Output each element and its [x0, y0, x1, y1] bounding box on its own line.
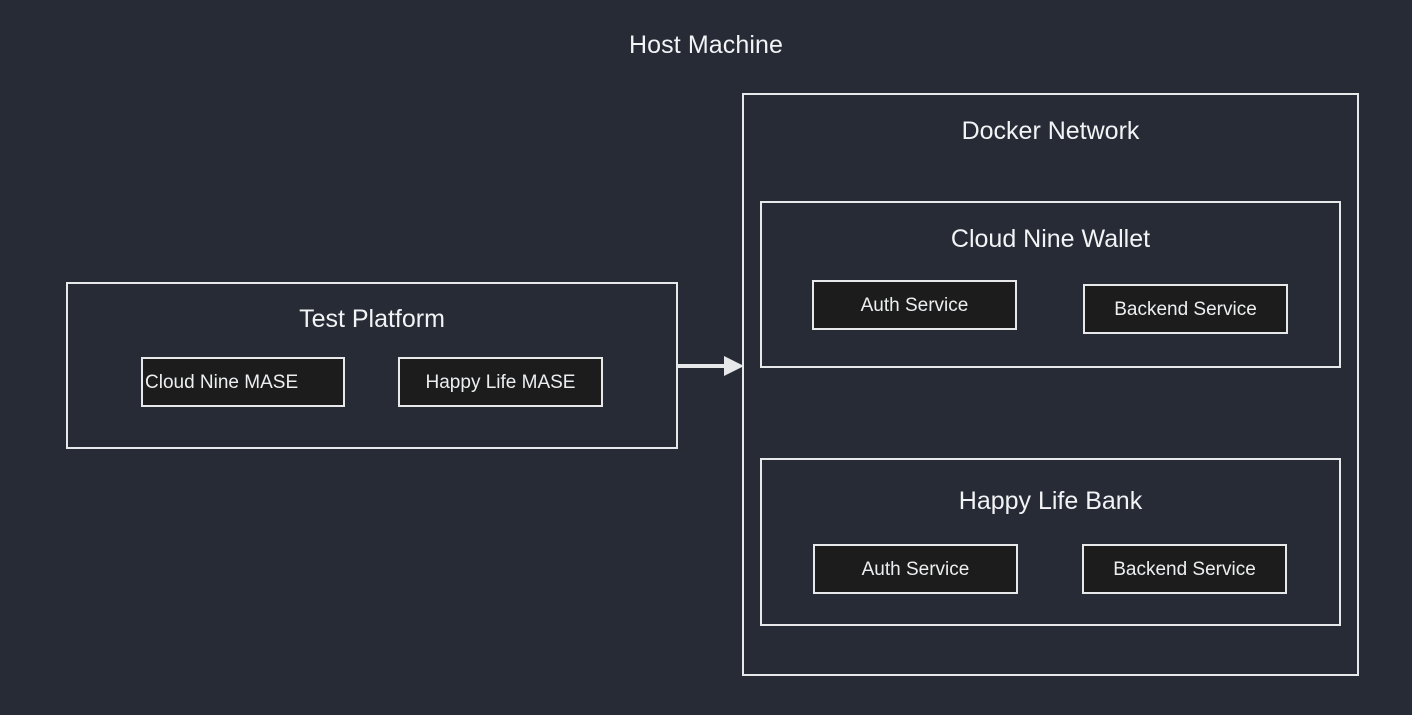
- node-happy-life-mase[interactable]: Happy Life MASE: [398, 357, 603, 407]
- docker-network-title: Docker Network: [961, 117, 1140, 145]
- node-happy-life-bank-backend-service[interactable]: Backend Service: [1082, 544, 1287, 594]
- node-happy-life-bank-backend-service-label: Backend Service: [1113, 558, 1256, 580]
- node-cloud-nine-mase[interactable]: Cloud Nine MASE: [141, 357, 345, 407]
- docker-network-group: Docker Network: [742, 93, 1359, 676]
- node-cloud-nine-wallet-auth-service[interactable]: Auth Service: [812, 280, 1017, 330]
- node-cloud-nine-wallet-backend-service[interactable]: Backend Service: [1083, 284, 1288, 334]
- node-happy-life-mase-label: Happy Life MASE: [425, 371, 576, 393]
- happy-life-bank-group: Happy Life Bank: [760, 458, 1341, 626]
- cloud-nine-wallet-title: Cloud Nine Wallet: [950, 225, 1151, 253]
- happy-life-bank-title: Happy Life Bank: [958, 487, 1143, 515]
- node-happy-life-bank-auth-service-label: Auth Service: [861, 558, 970, 580]
- arrow-right-icon: [678, 356, 744, 376]
- test-platform-group: Test Platform: [66, 282, 678, 449]
- cloud-nine-wallet-group: Cloud Nine Wallet: [760, 201, 1341, 368]
- node-cloud-nine-wallet-backend-service-label: Backend Service: [1114, 298, 1257, 320]
- host-machine-title: Host Machine: [628, 31, 784, 59]
- node-cloud-nine-mase-label: Cloud Nine MASE: [145, 371, 299, 393]
- node-cloud-nine-wallet-auth-service-label: Auth Service: [860, 294, 969, 316]
- test-platform-title: Test Platform: [299, 305, 445, 333]
- node-happy-life-bank-auth-service[interactable]: Auth Service: [813, 544, 1018, 594]
